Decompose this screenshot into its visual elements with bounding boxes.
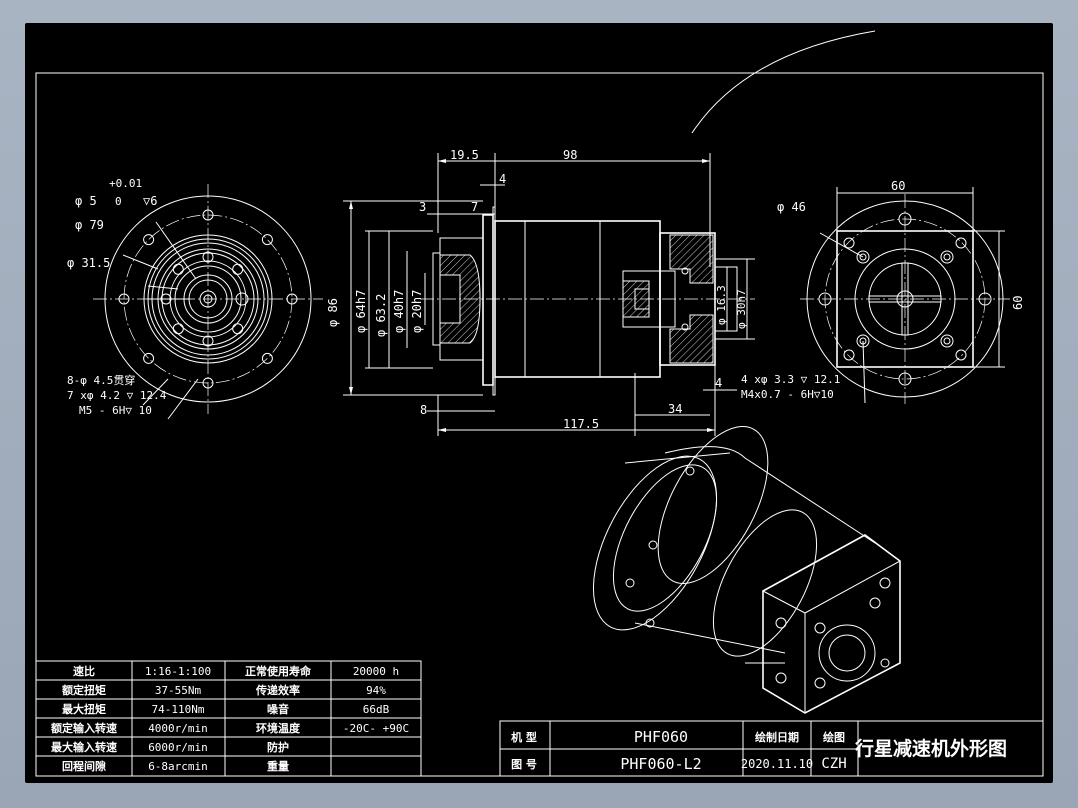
spec-key-7: 额定输入转速 (51, 721, 117, 735)
dim-117-5: 117.5 (563, 417, 599, 431)
spec-key-10: 防护 (267, 740, 289, 754)
spec-key-4: 传递效率 (255, 683, 300, 697)
dim-4-right: 4 (715, 376, 722, 390)
dim-dia64h7: φ 64h7 (354, 290, 368, 333)
spec-val-4: 94% (366, 684, 386, 697)
spec-val-9: 6000r/min (148, 741, 208, 754)
spec-key-11: 回程间隙 (62, 759, 106, 773)
dim-width-60: 60 (891, 179, 905, 193)
model-value: PHF060 (634, 728, 688, 746)
isometric-view (592, 426, 901, 714)
cad-drawing: +0.01 φ 5 0 ▽6 φ 79 φ 31.5 8-φ 4.5贯穿 7 x… (35, 30, 1044, 777)
drawing-no-value: PHF060-L2 (620, 755, 701, 773)
dim-dia86: φ 86 (326, 298, 340, 327)
dim-dia79: φ 79 (75, 218, 104, 232)
dim-3: 3 (419, 200, 426, 214)
rear-view-labels: 60 60 φ 46 4 xφ 3.3 ▽ 12.1 M4x0.7 - 6H▽1… (741, 179, 1025, 401)
dim-dia20h7: φ 20h7 (410, 290, 424, 333)
dim-dia5-tol-upper: +0.01 (109, 177, 142, 190)
spec-table: 速比 1:16-1:100 正常使用寿命 20000 h 额定扭矩 37-55N… (35, 660, 422, 777)
note-rear-holes-2: M4x0.7 - 6H▽10 (741, 388, 834, 401)
date-label: 绘制日期 (755, 730, 799, 744)
front-view (93, 184, 323, 420)
drawer-label: 绘图 (823, 730, 845, 744)
spec-val-11: 6-8arcmin (148, 760, 208, 773)
spec-key-9: 最大输入转速 (51, 740, 117, 754)
dim-dia5-depth: ▽6 (143, 194, 157, 208)
drawer-value: CZH (821, 756, 846, 772)
model-label: 机 型 (511, 730, 537, 744)
dim-dia40h7: φ 40h7 (392, 290, 406, 333)
spec-val-7: 4000r/min (148, 722, 208, 735)
spec-val-2: 20000 h (353, 665, 399, 678)
spec-key-8: 环境温度 (256, 721, 301, 735)
front-view-labels: +0.01 φ 5 0 ▽6 φ 79 φ 31.5 8-φ 4.5贯穿 7 x… (67, 177, 167, 417)
dim-19-5: 19.5 (450, 148, 479, 162)
title-block: 机 型 PHF060 图 号 PHF060-L2 绘制日期 2020.11.10… (499, 720, 1044, 777)
drawing-no-label: 图 号 (511, 758, 537, 771)
note-holes-1: 8-φ 4.5贯穿 (67, 373, 135, 387)
side-view-labels: 19.5 98 4 3 7 φ 86 φ 64h7 φ 63.2 φ 40h7 … (326, 148, 748, 431)
spec-val-6: 66dB (363, 703, 390, 716)
note-holes-2: 7 xφ 4.2 ▽ 12.4 (67, 389, 167, 402)
spec-val-3: 37-55Nm (155, 684, 202, 697)
dim-dia5-tol-lower: 0 (115, 195, 122, 208)
note-holes-3: M5 - 6H▽ 10 (79, 404, 152, 417)
spec-key-1: 速比 (73, 664, 95, 678)
spec-key-3: 额定扭矩 (62, 683, 106, 697)
dim-7: 7 (471, 200, 478, 214)
dim-height-60: 60 (1011, 296, 1025, 310)
spec-key-6: 噪音 (267, 702, 289, 716)
dim-8: 8 (420, 403, 427, 417)
date-value: 2020.11.10 (741, 757, 813, 771)
spec-key-5: 最大扭矩 (62, 702, 106, 716)
spec-val-8: -20C- +90C (343, 722, 409, 735)
side-view (343, 153, 755, 436)
spec-val-5: 74-110Nm (152, 703, 205, 716)
spec-key-12: 重量 (267, 759, 289, 773)
dim-dia46: φ 46 (777, 200, 806, 214)
dim-dia30h7: φ 30h7 (735, 289, 748, 329)
dim-dia63-2: φ 63.2 (374, 294, 388, 337)
dim-98: 98 (563, 148, 577, 162)
dim-dia16-3: φ 16.3 (715, 285, 728, 325)
spec-key-2: 正常使用寿命 (245, 664, 312, 678)
dim-dia5: φ 5 (75, 194, 97, 208)
note-rear-holes-1: 4 xφ 3.3 ▽ 12.1 (741, 373, 840, 386)
rear-view (800, 187, 1010, 404)
viewport-arc (691, 30, 876, 134)
drawing-title: 行星减速机外形图 (854, 737, 1007, 760)
spec-val-1: 1:16-1:100 (145, 665, 211, 678)
dim-34: 34 (668, 402, 682, 416)
dim-4-top: 4 (499, 172, 506, 186)
dim-dia31-5: φ 31.5 (67, 256, 110, 270)
drawing-sheet: +0.01 φ 5 0 ▽6 φ 79 φ 31.5 8-φ 4.5贯穿 7 x… (25, 23, 1053, 783)
